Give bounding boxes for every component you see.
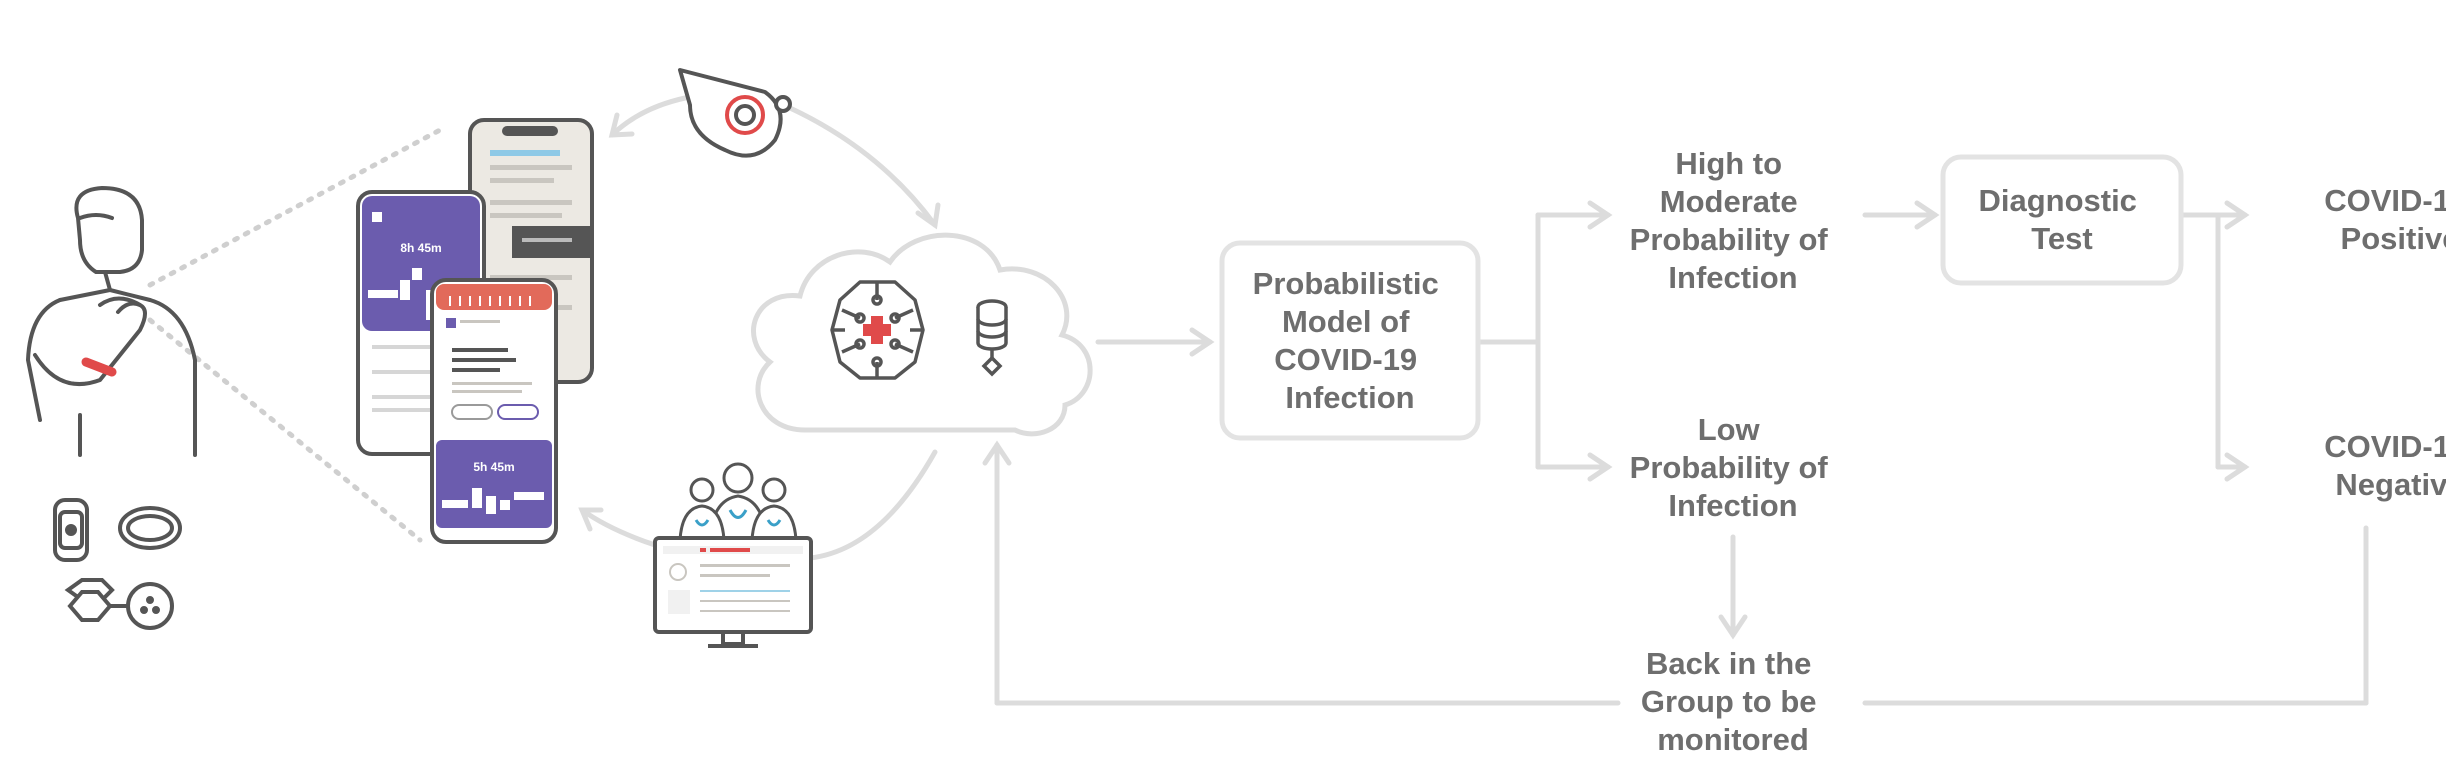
phone-front: 5h 45m <box>430 278 558 544</box>
diagnostic-test-label: Diagnostic Test <box>1978 183 2145 256</box>
connectors <box>578 95 2369 706</box>
smartwatch-icon <box>53 498 89 562</box>
wristband-icon <box>118 506 182 550</box>
clinicians-icon <box>678 462 798 541</box>
sensor-icon <box>64 578 174 630</box>
low-probability-label: Low Probability of Infection <box>1630 412 1837 523</box>
high-probability-label: High to Moderate Probability of Infectio… <box>1630 146 1837 295</box>
back-to-group-label: Back in the Group to be monitored <box>1641 646 1825 757</box>
phone-time-a: 8h 45m <box>400 241 441 255</box>
brain-icon <box>830 280 925 380</box>
covid-positive-label: COVID-19 Positive <box>2324 183 2446 256</box>
model-box <box>1219 240 1481 441</box>
model-label: Probabilistic Model of COVID-19 Infectio… <box>1253 266 1448 415</box>
monitor-icon <box>653 536 813 648</box>
database-icon <box>976 299 1008 377</box>
person-icon <box>26 186 197 457</box>
test-box <box>1940 154 2184 286</box>
covid-negative-label: COVID-19 Negative <box>2324 429 2446 502</box>
phone-bars-b <box>442 488 544 514</box>
phone-time-b: 5h 45m <box>473 460 514 474</box>
whistle-icon <box>678 68 792 158</box>
